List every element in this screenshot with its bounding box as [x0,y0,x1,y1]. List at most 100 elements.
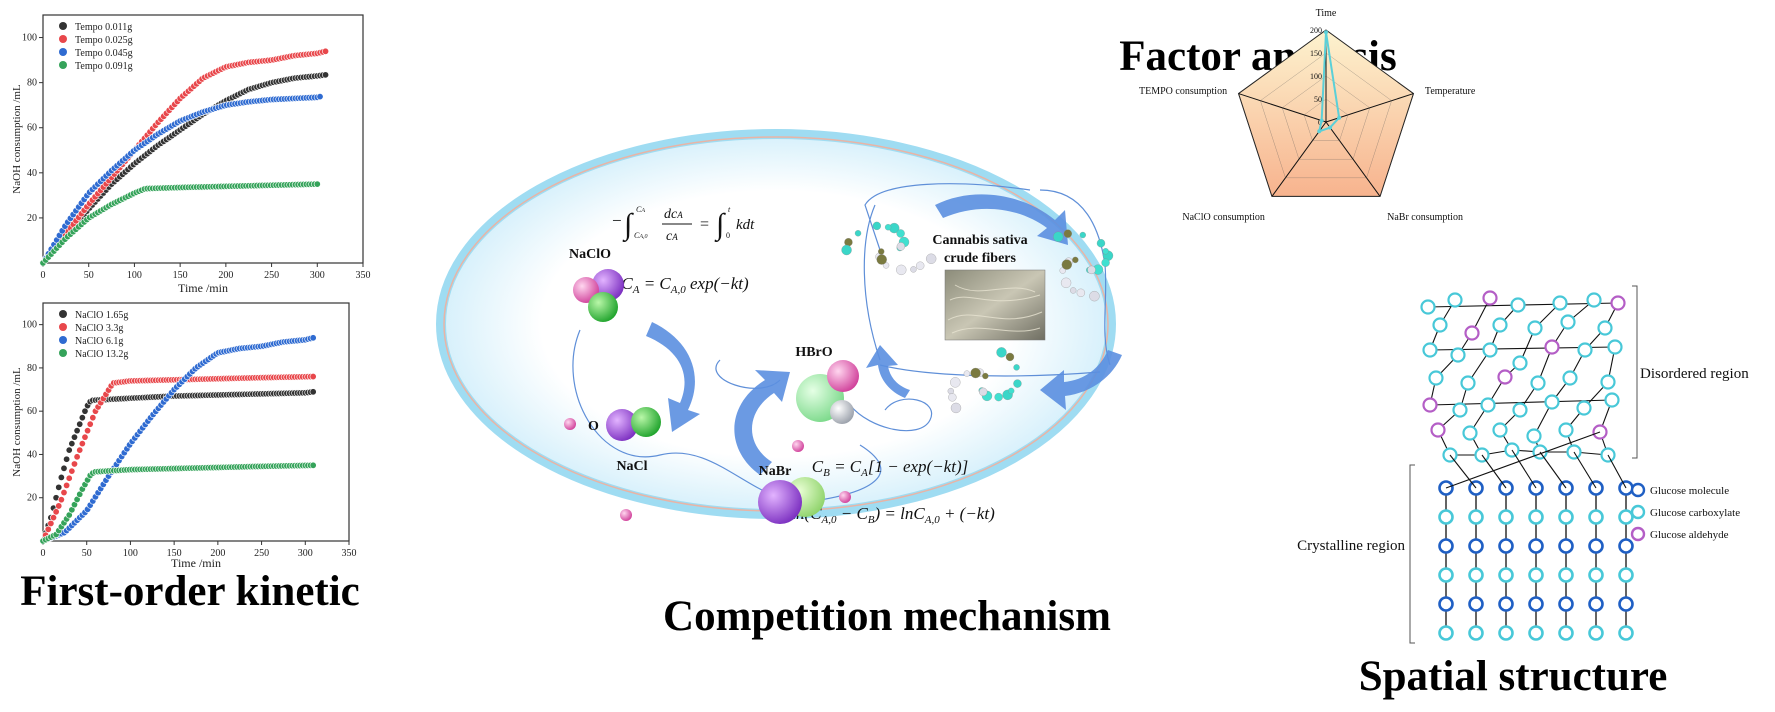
cb-equation: CB = CA[1 − exp(−kt)] [812,457,968,479]
x-tick-label: 250 [254,548,269,559]
legend-label: Glucose carboxylate [1650,507,1740,519]
atom [1060,277,1072,288]
atom [1053,231,1064,242]
data-point [55,502,63,510]
data-point [309,461,317,469]
disordered-label: Disordered region [1640,366,1749,382]
oxygen-atom [620,509,632,521]
glucose-unit [1560,314,1576,330]
hbro-molecule [796,360,859,424]
glucose-unit [1447,292,1463,308]
curved-arrow [646,322,700,432]
x-tick-label: 150 [167,548,182,559]
atom [970,367,981,379]
atom [996,347,1007,358]
legend-label: Tempo 0.025g [75,35,133,46]
atom [1070,287,1077,294]
glucose-unit [1618,509,1634,525]
glucose-unit [1618,567,1634,583]
glucose-unit [1588,625,1604,641]
glucose-unit [1552,295,1568,311]
atom [854,230,862,237]
kinetic-title: First-order kinetic [20,568,360,615]
y-tick-label: 40 [27,168,37,179]
nacl-label: NaCl [616,459,647,474]
radar-point [1317,129,1322,134]
glucose-unit [1438,538,1454,554]
data-point [60,489,68,497]
naclo-label: NaClO [569,247,611,262]
data-point [84,427,92,435]
glucose-unit [1618,596,1634,612]
atom [1061,259,1072,270]
chain-bond [1573,451,1597,489]
nacl-molecule [606,407,661,441]
data-point [316,93,324,101]
glucose-unit [1597,320,1613,336]
series-3 [39,93,324,267]
glucose-unit [1498,538,1514,554]
legend-marker [59,22,67,30]
data-point [65,474,73,482]
y-tick-label: 100 [22,33,37,44]
naclo-molecule [573,269,624,322]
x-tick-label: 100 [123,548,138,559]
fiber-molecule-cluster [841,221,937,276]
glucose-unit [1498,596,1514,612]
svg-text:∫: ∫ [714,208,726,243]
oxygen-atom [839,491,851,503]
nabr-molecule [758,477,825,524]
legend-label: Glucose aldehyde [1650,529,1729,541]
glucose-unit [1512,402,1528,418]
chain-bond [1607,454,1627,489]
glucose-unit [1558,509,1574,525]
radar-axis-label: Time [1316,8,1337,19]
glucose-unit [1438,625,1454,641]
atom [1076,288,1086,297]
disordered-bracket [1632,285,1638,459]
curved-arrow [935,194,1068,245]
radar-axis-label: NaClO consumption [1182,212,1265,223]
svg-text:∫: ∫ [622,208,634,243]
atom [947,387,954,395]
radar-point [1337,115,1342,120]
integral-equation: − ∫ CA CA,0 dcA cA = ∫ t 0 kdt [612,205,755,244]
legend-label: NaClO 6.1g [75,336,123,347]
svg-text:kdt: kdt [736,217,755,233]
radar-point [1319,118,1324,123]
glucose-unit [1544,394,1560,410]
y-axis-label: NaOH consumption /mL [11,367,23,477]
glucose-unit [1464,325,1480,341]
glucose-unit [1558,567,1574,583]
data-point [322,71,330,79]
data-point [81,433,89,441]
glucose-unit [1482,342,1498,358]
glucose-unit [1558,596,1574,612]
data-point [76,446,84,454]
atom [1013,364,1020,371]
fibers-label-line1: Cannabis sativa [932,233,1027,248]
glucose-unit [1558,625,1574,641]
atom [948,393,957,402]
atom [916,261,925,270]
radar-grid [1238,29,1414,197]
x-tick-label: 150 [173,270,188,281]
curved-arrow [734,370,790,475]
oxygen-atom [792,440,804,452]
data-point [322,47,330,55]
atom [950,402,962,414]
data-point [63,481,71,489]
data-point [44,525,52,533]
data-point [47,519,55,527]
atom [1072,256,1079,264]
atom [910,266,917,273]
glucose-unit [1528,509,1544,525]
fiber-molecule-cluster [947,347,1022,414]
glucose-unit [1527,320,1543,336]
atom [1079,231,1086,239]
svg-text:cA: cA [666,229,678,244]
data-point [73,453,81,461]
atom [1013,379,1022,388]
